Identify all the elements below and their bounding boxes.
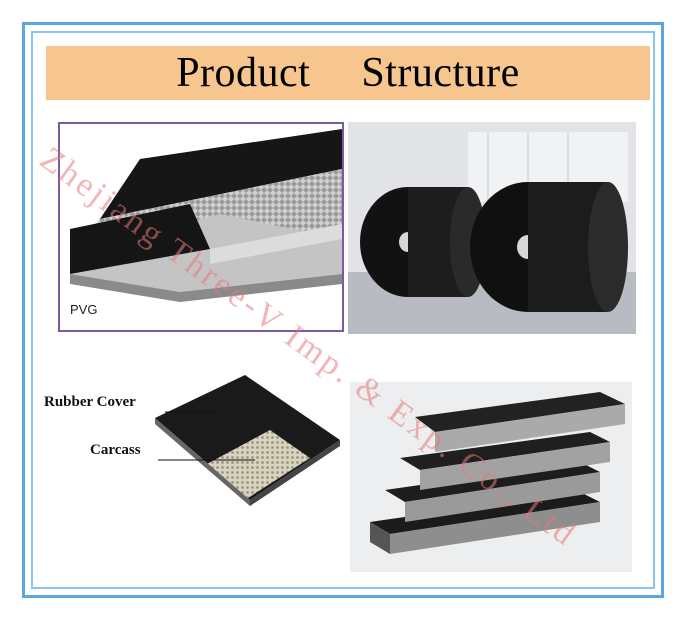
belt-sample-3 bbox=[400, 432, 610, 490]
belt-rolls-illustration bbox=[348, 122, 636, 334]
page-title: Product Structure bbox=[176, 50, 520, 96]
belt-sample-1 bbox=[370, 492, 600, 554]
inner-border bbox=[31, 31, 655, 589]
stacked-belts-illustration bbox=[350, 382, 632, 572]
outer-border bbox=[22, 22, 664, 598]
cover-carcass-image: Rubber Cover Carcass bbox=[40, 370, 346, 520]
pvg-belt-image: PVG bbox=[58, 122, 344, 332]
stacked-belts-photo bbox=[350, 382, 632, 572]
belt-rolls-photo bbox=[348, 122, 636, 334]
belt-sample-4 bbox=[415, 392, 625, 452]
carcass-label: Carcass bbox=[90, 442, 141, 458]
pvg-label: PVG bbox=[70, 302, 98, 317]
belt-sample-2 bbox=[385, 462, 600, 522]
pvg-belt-illustration bbox=[70, 129, 342, 302]
title-bar: Product Structure bbox=[46, 46, 650, 100]
cover-carcass-illustration bbox=[155, 375, 340, 506]
rubber-cover-label: Rubber Cover bbox=[44, 394, 136, 410]
